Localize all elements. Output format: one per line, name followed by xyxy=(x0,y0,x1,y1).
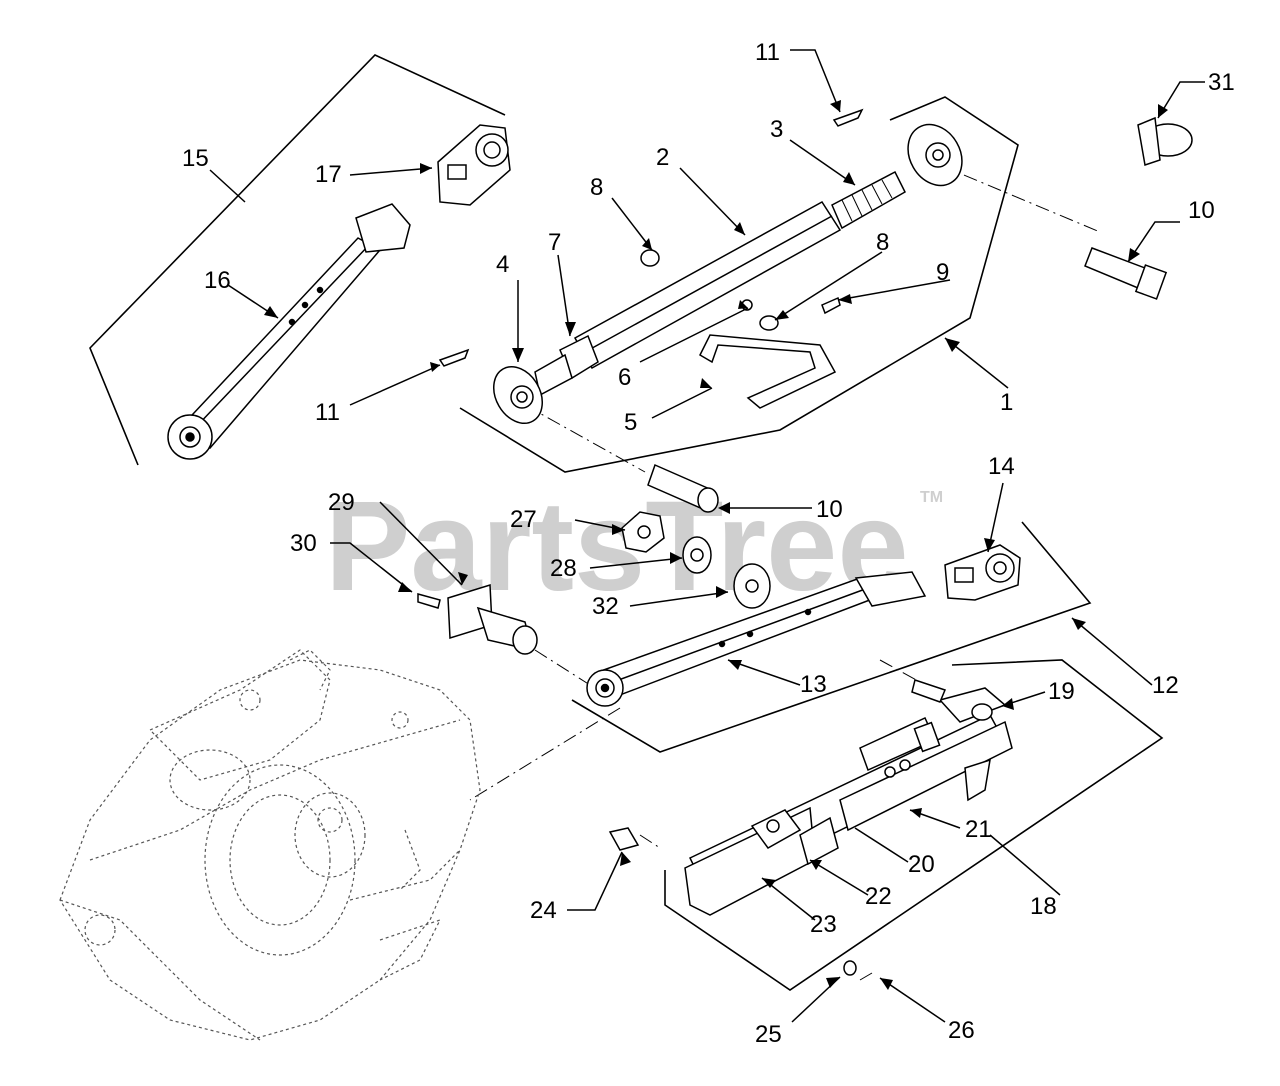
lower-link-assembly xyxy=(167,124,511,460)
callout-11-lower: 11 xyxy=(315,399,340,426)
callout-30: 30 xyxy=(290,530,317,557)
clip-lower xyxy=(759,315,779,331)
callout-17: 17 xyxy=(315,161,342,188)
pin-24 xyxy=(608,827,640,851)
callout-8-lower: 8 xyxy=(876,229,889,256)
pivot-hardware xyxy=(417,463,771,655)
callout-32: 32 xyxy=(592,593,619,620)
callout-2: 2 xyxy=(656,144,669,171)
callout-9: 9 xyxy=(936,259,949,286)
arrowheads xyxy=(264,100,1168,990)
quick-pin xyxy=(1137,116,1161,166)
callout-5: 5 xyxy=(624,409,637,436)
callout-1: 1 xyxy=(1000,389,1013,416)
group-outlines xyxy=(89,54,1164,991)
lower-link-end xyxy=(355,203,411,253)
callout-31: 31 xyxy=(1208,69,1235,96)
callout-18: 18 xyxy=(1030,893,1057,920)
watermark: PartsTree TM xyxy=(325,475,943,618)
callout-8-upper: 8 xyxy=(590,174,603,201)
callout-10-upper: 10 xyxy=(1188,197,1215,224)
stabilizer-assembly xyxy=(608,679,1013,976)
callout-29: 29 xyxy=(328,489,355,516)
callout-16: 16 xyxy=(204,267,231,294)
watermark-text: PartsTree xyxy=(325,475,909,618)
roll-pin xyxy=(821,296,841,315)
clip-upper xyxy=(640,249,660,267)
hair-pin-upper xyxy=(832,108,864,127)
callout-24: 24 xyxy=(530,897,557,924)
handle xyxy=(699,334,837,409)
callout-10-lower: 10 xyxy=(816,496,843,523)
callout-15: 15 xyxy=(182,145,209,172)
callout-26: 26 xyxy=(948,1017,975,1044)
callout-labels: 1 2 3 4 5 6 7 8 8 9 10 10 11 11 12 13 14… xyxy=(182,39,1235,1048)
callout-3: 3 xyxy=(770,116,783,143)
callout-19: 19 xyxy=(1048,678,1075,705)
callout-13: 13 xyxy=(800,671,827,698)
bolt-30 xyxy=(417,593,441,609)
callout-6: 6 xyxy=(618,364,631,391)
callout-14: 14 xyxy=(988,453,1015,480)
callout-27: 27 xyxy=(510,506,537,533)
hair-pin-lower xyxy=(438,348,470,367)
callout-20: 20 xyxy=(908,851,935,878)
callout-11-upper: 11 xyxy=(755,39,780,66)
group-12-outline xyxy=(571,521,1092,753)
transmission-housing xyxy=(59,649,481,1041)
watermark-trademark: TM xyxy=(920,489,943,506)
callout-23: 23 xyxy=(810,911,837,938)
callout-7: 7 xyxy=(548,229,561,256)
group-15-outline xyxy=(89,54,506,466)
callout-22: 22 xyxy=(865,883,892,910)
group-1-outline xyxy=(459,96,1019,473)
callout-25: 25 xyxy=(755,1021,782,1048)
callout-21: 21 xyxy=(965,816,992,843)
top-link-assembly xyxy=(438,108,1193,424)
callout-12: 12 xyxy=(1152,672,1179,699)
stabilizer-bracket xyxy=(938,687,1007,723)
group-18-outline xyxy=(664,659,1164,991)
callout-4: 4 xyxy=(496,251,509,278)
washer-25 xyxy=(843,960,857,976)
center-lines xyxy=(469,164,1101,981)
center-lower-link xyxy=(586,544,1021,707)
callout-28: 28 xyxy=(550,555,577,582)
leader-lines xyxy=(209,49,1205,1023)
threaded-rod xyxy=(831,170,906,230)
